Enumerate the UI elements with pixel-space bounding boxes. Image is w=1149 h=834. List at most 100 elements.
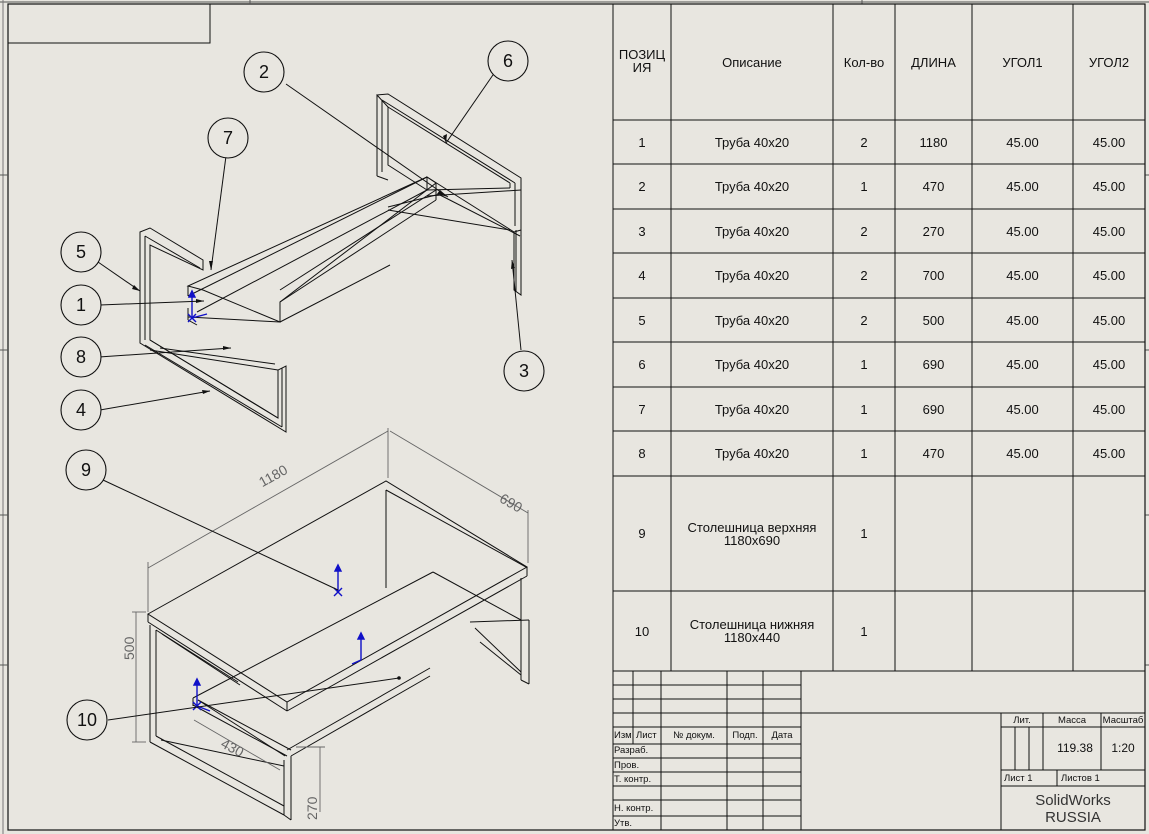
balloon-label-4: 4	[75, 399, 86, 420]
tb-utv: Утв.	[614, 818, 633, 829]
bom-cell-desc: Столешница верхняя 1180x690	[687, 519, 817, 548]
bom-cell-len: 470	[922, 446, 945, 461]
balloon-label-8: 8	[75, 346, 86, 367]
bom-cell-qty: 2	[860, 312, 868, 328]
bom-table-grid	[612, 3, 1146, 672]
tb-company-1: SolidWorks	[1035, 792, 1111, 809]
bom-cell-qty: 2	[860, 134, 868, 150]
bom-cell-desc: Столешница нижняя 1180x440	[689, 617, 815, 645]
tb-massa: Масса	[1057, 715, 1087, 726]
bom-cell-pos: 1	[638, 134, 646, 150]
bom-cell-pos: 6	[638, 357, 646, 372]
tb-list: Лист	[636, 730, 657, 741]
bom-header-qty: Кол-во	[843, 54, 885, 70]
balloon-label-6: 6	[502, 50, 513, 71]
tb-nkontr: Н. контр.	[614, 803, 654, 814]
balloon-circles	[60, 40, 545, 741]
bom-cell-len: 270	[922, 223, 945, 239]
bom-cell-len: 690	[922, 357, 945, 372]
bom-cell-pos: 10	[634, 623, 650, 639]
bom-cell-a2	[1073, 591, 1145, 671]
bom-cell-len: 690	[922, 401, 945, 417]
bom-cell-pos: 5	[638, 312, 646, 328]
bom-cell-len: 1180	[919, 134, 948, 150]
bom-cell-desc: Труба 40x20	[714, 223, 790, 239]
bom-cell-qty: 1	[860, 623, 868, 639]
tb-company-2: RUSSIA	[1045, 809, 1101, 826]
bom-cell-pos: 8	[638, 446, 646, 461]
bom-cell-a1: 45.00	[1006, 446, 1039, 461]
bom-cell-a1: 45.00	[1006, 134, 1039, 150]
bom-cell-a2: 45.00	[1092, 223, 1126, 239]
bom-cell-desc: Труба 40x20	[714, 446, 790, 461]
bom-cell-a2: 45.00	[1092, 134, 1126, 150]
frame-isometric-view	[139, 93, 522, 433]
bom-cell-qty: 1	[860, 526, 868, 541]
bom-cell-desc: Труба 40x20	[714, 401, 790, 417]
dim-shelf-height: 270	[304, 796, 320, 820]
bom-cell-len: 470	[922, 179, 945, 194]
bom-cell-desc: Труба 40x20	[714, 179, 790, 194]
tb-razrab: Разраб.	[614, 745, 649, 756]
corner-stamp-frame	[7, 3, 211, 44]
bom-cell-qty: 1	[860, 179, 868, 194]
bom-cell-a2	[1073, 476, 1145, 591]
bom-cell-pos: 7	[638, 401, 646, 417]
tb-mass-value: 119.38	[1057, 741, 1093, 755]
balloon-label-1: 1	[75, 294, 86, 315]
tb-prov: Пров.	[614, 760, 640, 771]
bom-cell-a1: 45.00	[1006, 223, 1039, 239]
bom-cell-qty: 2	[860, 268, 868, 283]
bom-cell-len: 700	[922, 268, 945, 283]
bom-cell-a2: 45.00	[1092, 312, 1126, 328]
bom-header-a1: УГОЛ1	[1002, 54, 1043, 70]
balloon-label-9: 9	[80, 459, 91, 480]
table-isometric-view	[147, 480, 530, 821]
bom-cell-desc: Труба 40x20	[714, 312, 790, 328]
balloon-label-2: 2	[258, 61, 269, 82]
bom-header-desc: Описание	[722, 54, 782, 70]
bom-cell-desc: Труба 40x20	[714, 134, 790, 150]
origin-axes-2	[192, 563, 366, 712]
tb-sheets: Листов 1	[1061, 773, 1100, 784]
bom-cell-a1	[972, 591, 1073, 671]
bom-cell-pos: 9	[638, 526, 646, 541]
tb-lit: Лит.	[1013, 715, 1031, 726]
bom-cell-a2: 45.00	[1092, 446, 1126, 461]
bom-cell-a2: 45.00	[1092, 357, 1126, 372]
bom-cell-qty: 1	[860, 446, 868, 461]
bom-cell-qty: 2	[860, 223, 868, 239]
bom-cell-a1: 45.00	[1006, 401, 1039, 417]
bom-cell-a1: 45.00	[1006, 357, 1039, 372]
bom-cell-a1: 45.00	[1006, 179, 1039, 194]
bom-cell-len	[895, 476, 972, 591]
dimension-lines	[132, 428, 529, 812]
bom-cell-len	[895, 591, 972, 671]
balloon-label-7: 7	[222, 127, 233, 148]
bom-cell-qty: 1	[860, 401, 868, 417]
balloon-label-3: 3	[518, 360, 529, 381]
bom-cell-qty: 1	[860, 357, 868, 372]
bom-cell-pos: 3	[638, 223, 646, 239]
bom-cell-a1: 45.00	[1006, 268, 1039, 283]
tb-masshtab: Масштаб	[1102, 715, 1144, 726]
bom-cell-len: 500	[922, 312, 945, 328]
balloon-label-10: 10	[76, 709, 98, 730]
bom-cell-desc: Труба 40x20	[714, 357, 790, 372]
tb-sheet: Лист 1	[1004, 773, 1033, 784]
bom-header-len: ДЛИНА	[911, 54, 956, 70]
bom-cell-a1: 45.00	[1006, 312, 1039, 328]
tb-date: Дата	[771, 730, 793, 741]
tb-scale-value: 1:20	[1111, 741, 1135, 755]
dim-height: 500	[121, 636, 137, 660]
bom-cell-desc: Труба 40x20	[714, 268, 790, 283]
tb-tkontr: Т. контр.	[614, 774, 652, 785]
bom-header-pos: ПОЗИЦИЯ	[618, 47, 666, 75]
bom-cell-pos: 2	[638, 179, 646, 194]
origin-axes-1	[187, 289, 208, 323]
tb-doc: № докум.	[673, 730, 715, 741]
title-block-grid	[612, 670, 1146, 831]
tb-sign: Подп.	[732, 730, 758, 741]
